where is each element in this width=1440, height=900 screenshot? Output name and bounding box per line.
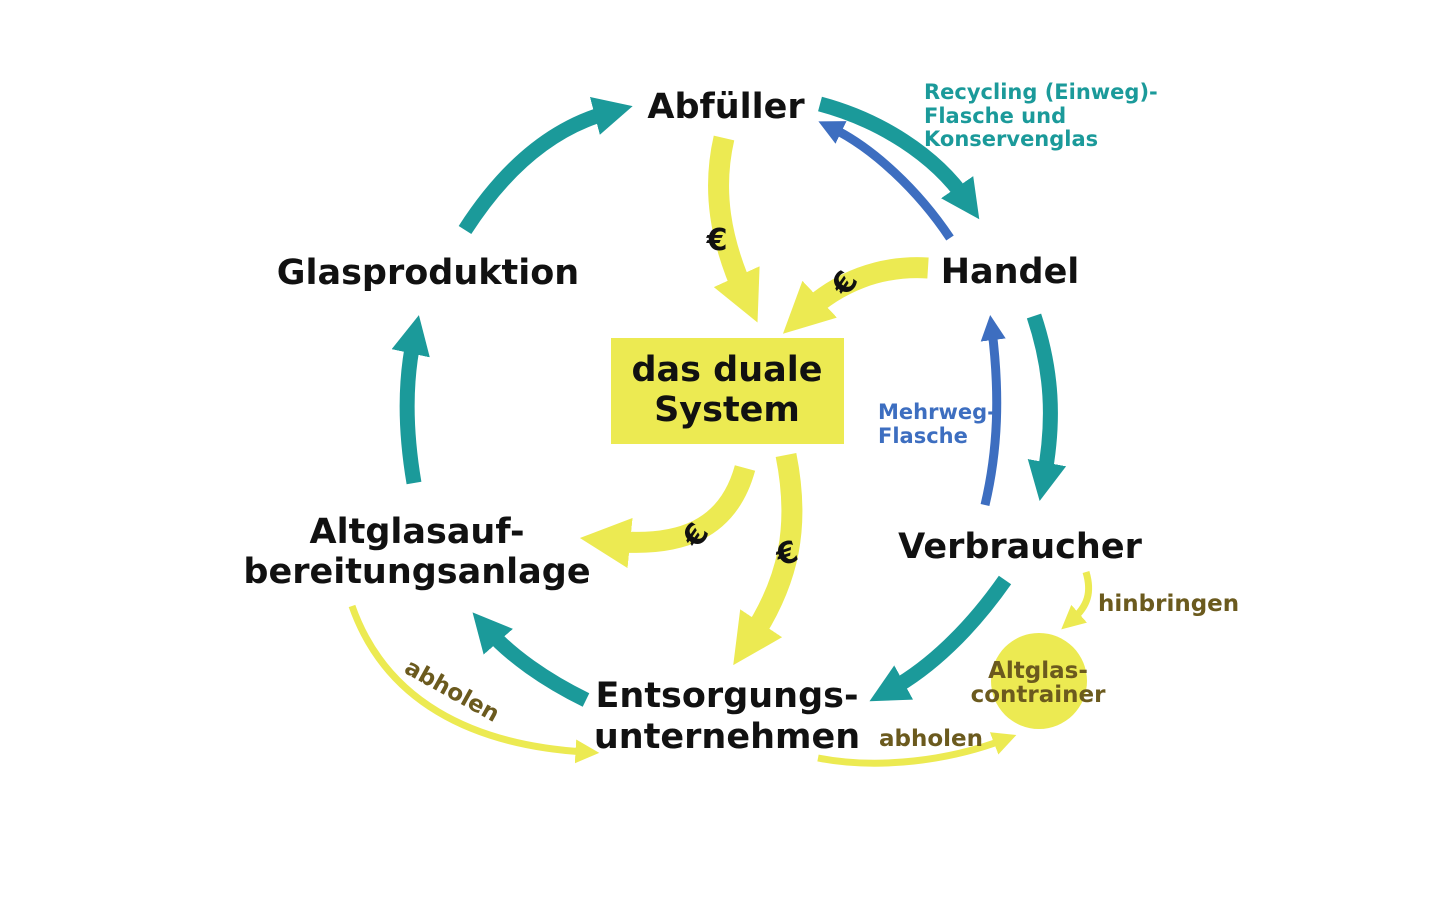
- node-abfueller: Abfüller: [647, 87, 805, 127]
- node-entsorgung-line2: unternehmen: [594, 717, 860, 757]
- arrow-abfueller-to-handel: [818, 96, 980, 220]
- arrow-abholen-right: [817, 732, 1017, 767]
- arrow-handel-to-verbraucher: [1026, 313, 1067, 501]
- node-verbraucher: Verbraucher: [898, 527, 1142, 567]
- recycling-label-line1: Recycling (Einweg)-: [924, 80, 1158, 104]
- node-altglasanlage-line1: Altglasauf-: [310, 512, 525, 552]
- arrow-verbraucher-to-handel-blue: [980, 314, 1006, 507]
- hinbringen-label: hinbringen: [1098, 591, 1239, 617]
- arrow-verbraucher-to-entsorgung: [869, 575, 1012, 702]
- arrow-hinbringen: [1061, 570, 1093, 630]
- arrow-system-to-altglasanlage-money: [579, 464, 756, 569]
- arrow-system-to-entsorgung-money: [733, 452, 803, 666]
- recycling-label-line2: Flasche und: [924, 104, 1066, 128]
- arrow-abfueller-to-system-money: [708, 135, 760, 323]
- altglas-container-line2: contrainer: [971, 682, 1107, 708]
- mehrweg-label-line2: Flasche: [878, 424, 968, 448]
- dual-system-line2: System: [654, 390, 800, 430]
- node-entsorgung-line1: Entsorgungs-: [596, 676, 859, 716]
- arrow-abholen-left: [348, 604, 600, 764]
- altglas-container-line1: Altglas-: [988, 658, 1088, 684]
- node-handel: Handel: [941, 252, 1080, 292]
- dual-system-box: [611, 338, 844, 444]
- node-glasproduktion: Glasproduktion: [277, 253, 579, 293]
- euro-icon-abfueller: €: [706, 223, 728, 258]
- arrow-glasproduktion-to-abfueller: [458, 97, 633, 235]
- arrow-handel-to-abfueller-blue: [818, 121, 954, 241]
- node-altglasanlage-line2: bereitungsanlage: [243, 552, 590, 592]
- abholen-right-label: abholen: [879, 726, 983, 752]
- arrow-handel-to-system-money: [782, 257, 929, 334]
- altglas-container-circle: [991, 633, 1087, 729]
- dual-system-line1: das duale: [631, 350, 822, 390]
- arrow-entsorgung-to-altglasanlage: [472, 612, 590, 707]
- arrow-altglasanlage-to-glasproduktion: [391, 315, 430, 485]
- mehrweg-label-line1: Mehrweg-: [878, 400, 996, 424]
- recycling-label-line3: Konservenglas: [924, 127, 1098, 151]
